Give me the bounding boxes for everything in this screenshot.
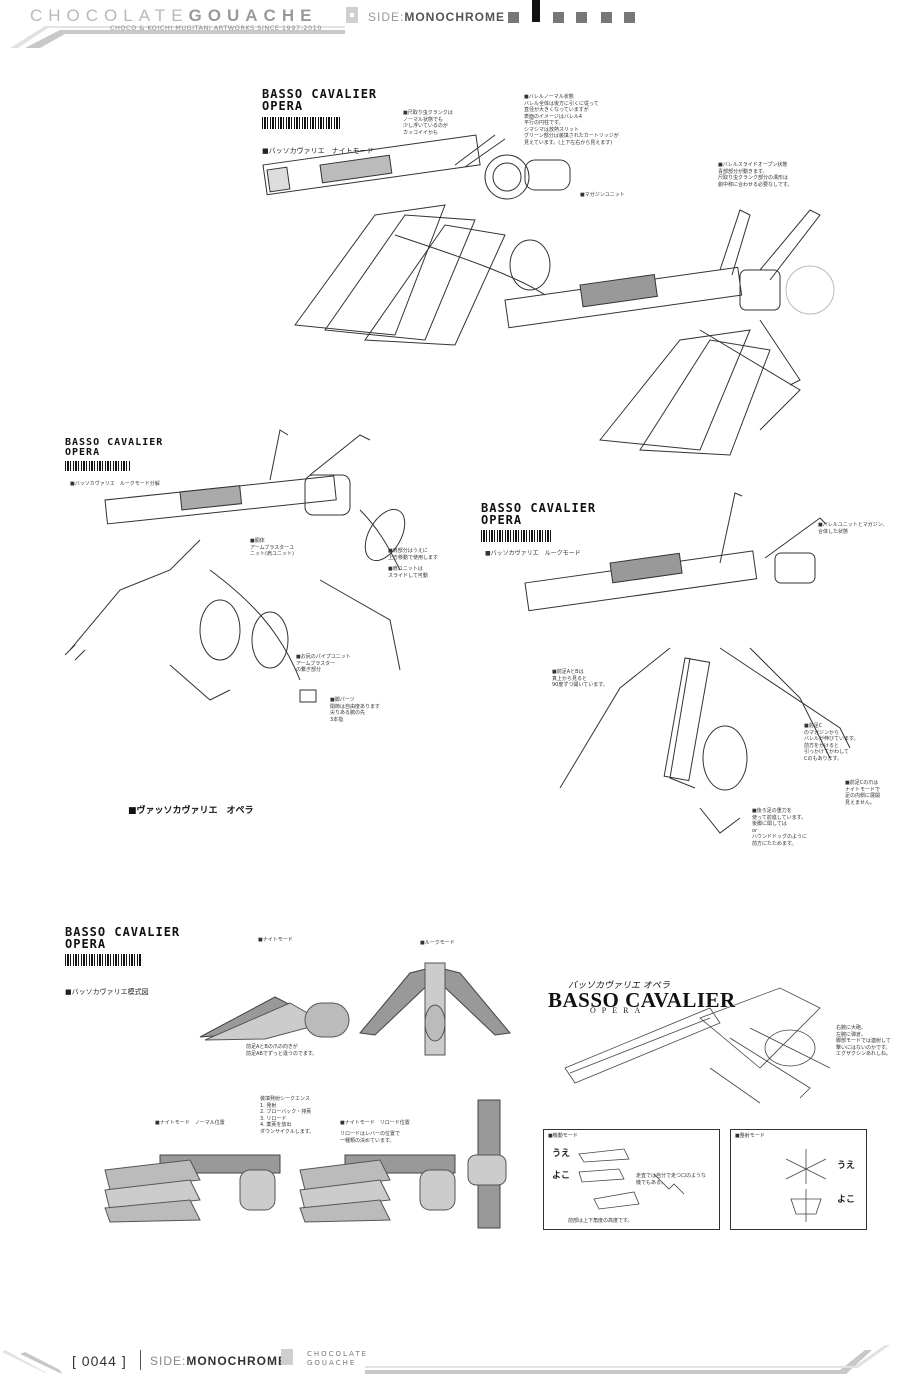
section3-note-e: ■後ろ足の重力を 使って前進しています。 後脚に関しては or ハウンドドッグの… [752,808,808,847]
section3-note-d: ■前足Cの爪は ナイトモードで 足の内側に展開 見えません。 [845,780,881,806]
section1-note-barrel: ■バレルノーマル状態 バレル全体は後方に引くに従って 直径が大きくなっていますが… [524,94,619,146]
section5-title-sub: OPERA [590,1006,647,1015]
section4-label-rook: ■ルークモード [420,940,455,946]
section2-caption: ■バッソカヴァリエ ルークモード分解 [70,481,160,487]
section2-note-d: ■お尻のパイプユニット アームブラスター の繋ぎ部分 [296,654,351,673]
section2-note-a: ■胴体 アームブラスターユ ニット(肩ユニット) [250,538,295,557]
section5-title-jp: バッソカヴァリエ オペラ [568,981,670,991]
section4-diagram-knight-normal [104,1154,281,1223]
box2-title: ■整射モード [735,1133,765,1139]
box1-kana-top: うえ [552,1149,571,1159]
section4-note-reload: リロードはレバーの位置で 一種類の決めています。 [340,1131,401,1144]
section5-mecha-pencil-sketch [564,987,831,1104]
header-square-3 [576,12,587,23]
section4-label-normal: ■ナイトモード ノーマル位置 [155,1120,225,1126]
section5-box-maneuver: ■機動モード うえ よこ 走査では自分で走つ口のような 機でもある。 前部は上下… [543,1129,720,1230]
section4-sequence: 装填発射シークエンス 1. 発射 2. ブローバック・排莢 3. リロード 4.… [260,1096,315,1135]
header-separator [346,7,358,23]
section1-note-crank: ■尺取り虫クランクは ノーマル状態でも 少し浮いているのが カッコイイかも [403,110,453,136]
section2-barcode [65,461,131,471]
footer-divider [140,1350,141,1370]
header-swoosh [10,26,345,48]
section1-note-magazine: ■マガジンユニット [580,192,625,198]
section3-note-b: ■前足AとBは 真上から見ると 90度ずつ開いています。 [552,669,608,688]
section5-box-firing: ■整射モード うえ よこ [730,1129,867,1230]
section1-mecha-sketch-knight [262,134,571,346]
section4-label-knight: ■ナイトモード [258,937,293,943]
header-brand: CHOCOLATEGOUACHE [30,6,318,25]
footer-section: SIDE:MONOCHROME [150,1354,288,1368]
section4-label-reload: ■ナイトモード リロード位置 [340,1120,410,1126]
section5-note: 右腕に大砲。 左腕に弾倉。 脚部モードでは連射して 撃いにはないのかです。 エグ… [836,1025,892,1057]
section1-note-slide: ■バレルスライドオープン状態 青部部分が動きます。 尺取り虫クランク部分の溝形は… [718,162,793,188]
section2-note-c: ■肩ユニットは スライドして可動 [388,566,428,579]
section4-barcode [65,954,141,966]
section4-diagram-barrel-vertical [467,1099,507,1229]
header-square-1 [508,12,519,23]
section1-mecha-sketch-slide [504,209,835,456]
box2-kana-side: よこ [837,1195,856,1205]
box1-sketch [578,1148,685,1210]
header-subtitle: CHOCO & KOICHI MUGITANI ARTWORKS SINCE 1… [110,24,322,32]
section4-note-side: 前足AとBの爪の向きが 前足ABでずっと違うのでます。 [246,1044,318,1057]
box1-note2: 前部は上下角度の高度です。 [568,1218,633,1224]
section3-caption: ■バッソカヴァリエ ルークモード [485,550,581,557]
footer-separator [281,1349,293,1365]
header-section: SIDE:MONOCHROME [368,10,506,24]
box2-sketch [785,1149,827,1222]
section1-barcode [262,117,342,129]
footer-swoosh-left [2,1350,62,1374]
section2-note-b: ■肩部分はうえに 上方移動で使用します [388,548,439,561]
section3-barcode [481,530,551,542]
section2-note-e: ■脚パーツ 関節は自由度あります 尖りある腕の先 3本指 [330,697,381,723]
section2-mecha-exploded [64,429,406,703]
header-square-2 [553,12,564,23]
box2-kana-top: うえ [837,1161,856,1171]
section4-diagram-knight-reload [299,1154,456,1223]
header-square-4 [601,12,612,23]
header-tab-marker [532,0,540,22]
section2-caption-bottom: ■ヴァッソカヴァリエ オペラ [128,806,254,816]
box1-note1: 走査では自分で走つ口のような 機でもある。 [636,1173,707,1186]
section5-title-en: BASSO CAVALIER [548,988,736,1012]
box1-kana-side: よこ [552,1171,571,1181]
footer-page-number: [ 0044 ] [72,1353,127,1369]
section1-caption: ■バッソカヴァリエ ナイトモード [262,147,374,155]
footer-swoosh-right [365,1345,890,1374]
section4-diagram-knight-side [199,996,350,1041]
section3-note-a: ■バレルユニットとマガジン、 合体した状態 [818,522,888,535]
section4-diagram-rook-front [359,962,511,1056]
section4-caption: ■バッソカヴァリエ模式図 [65,988,149,996]
section3-mecha-rook [524,492,851,834]
header-square-5 [624,12,635,23]
box1-title: ■機動モード [548,1133,578,1139]
section3-note-c: ■前足C のマガジンから バレルが伸びています。 前方をかけると 引っかけてかわ… [804,723,859,762]
